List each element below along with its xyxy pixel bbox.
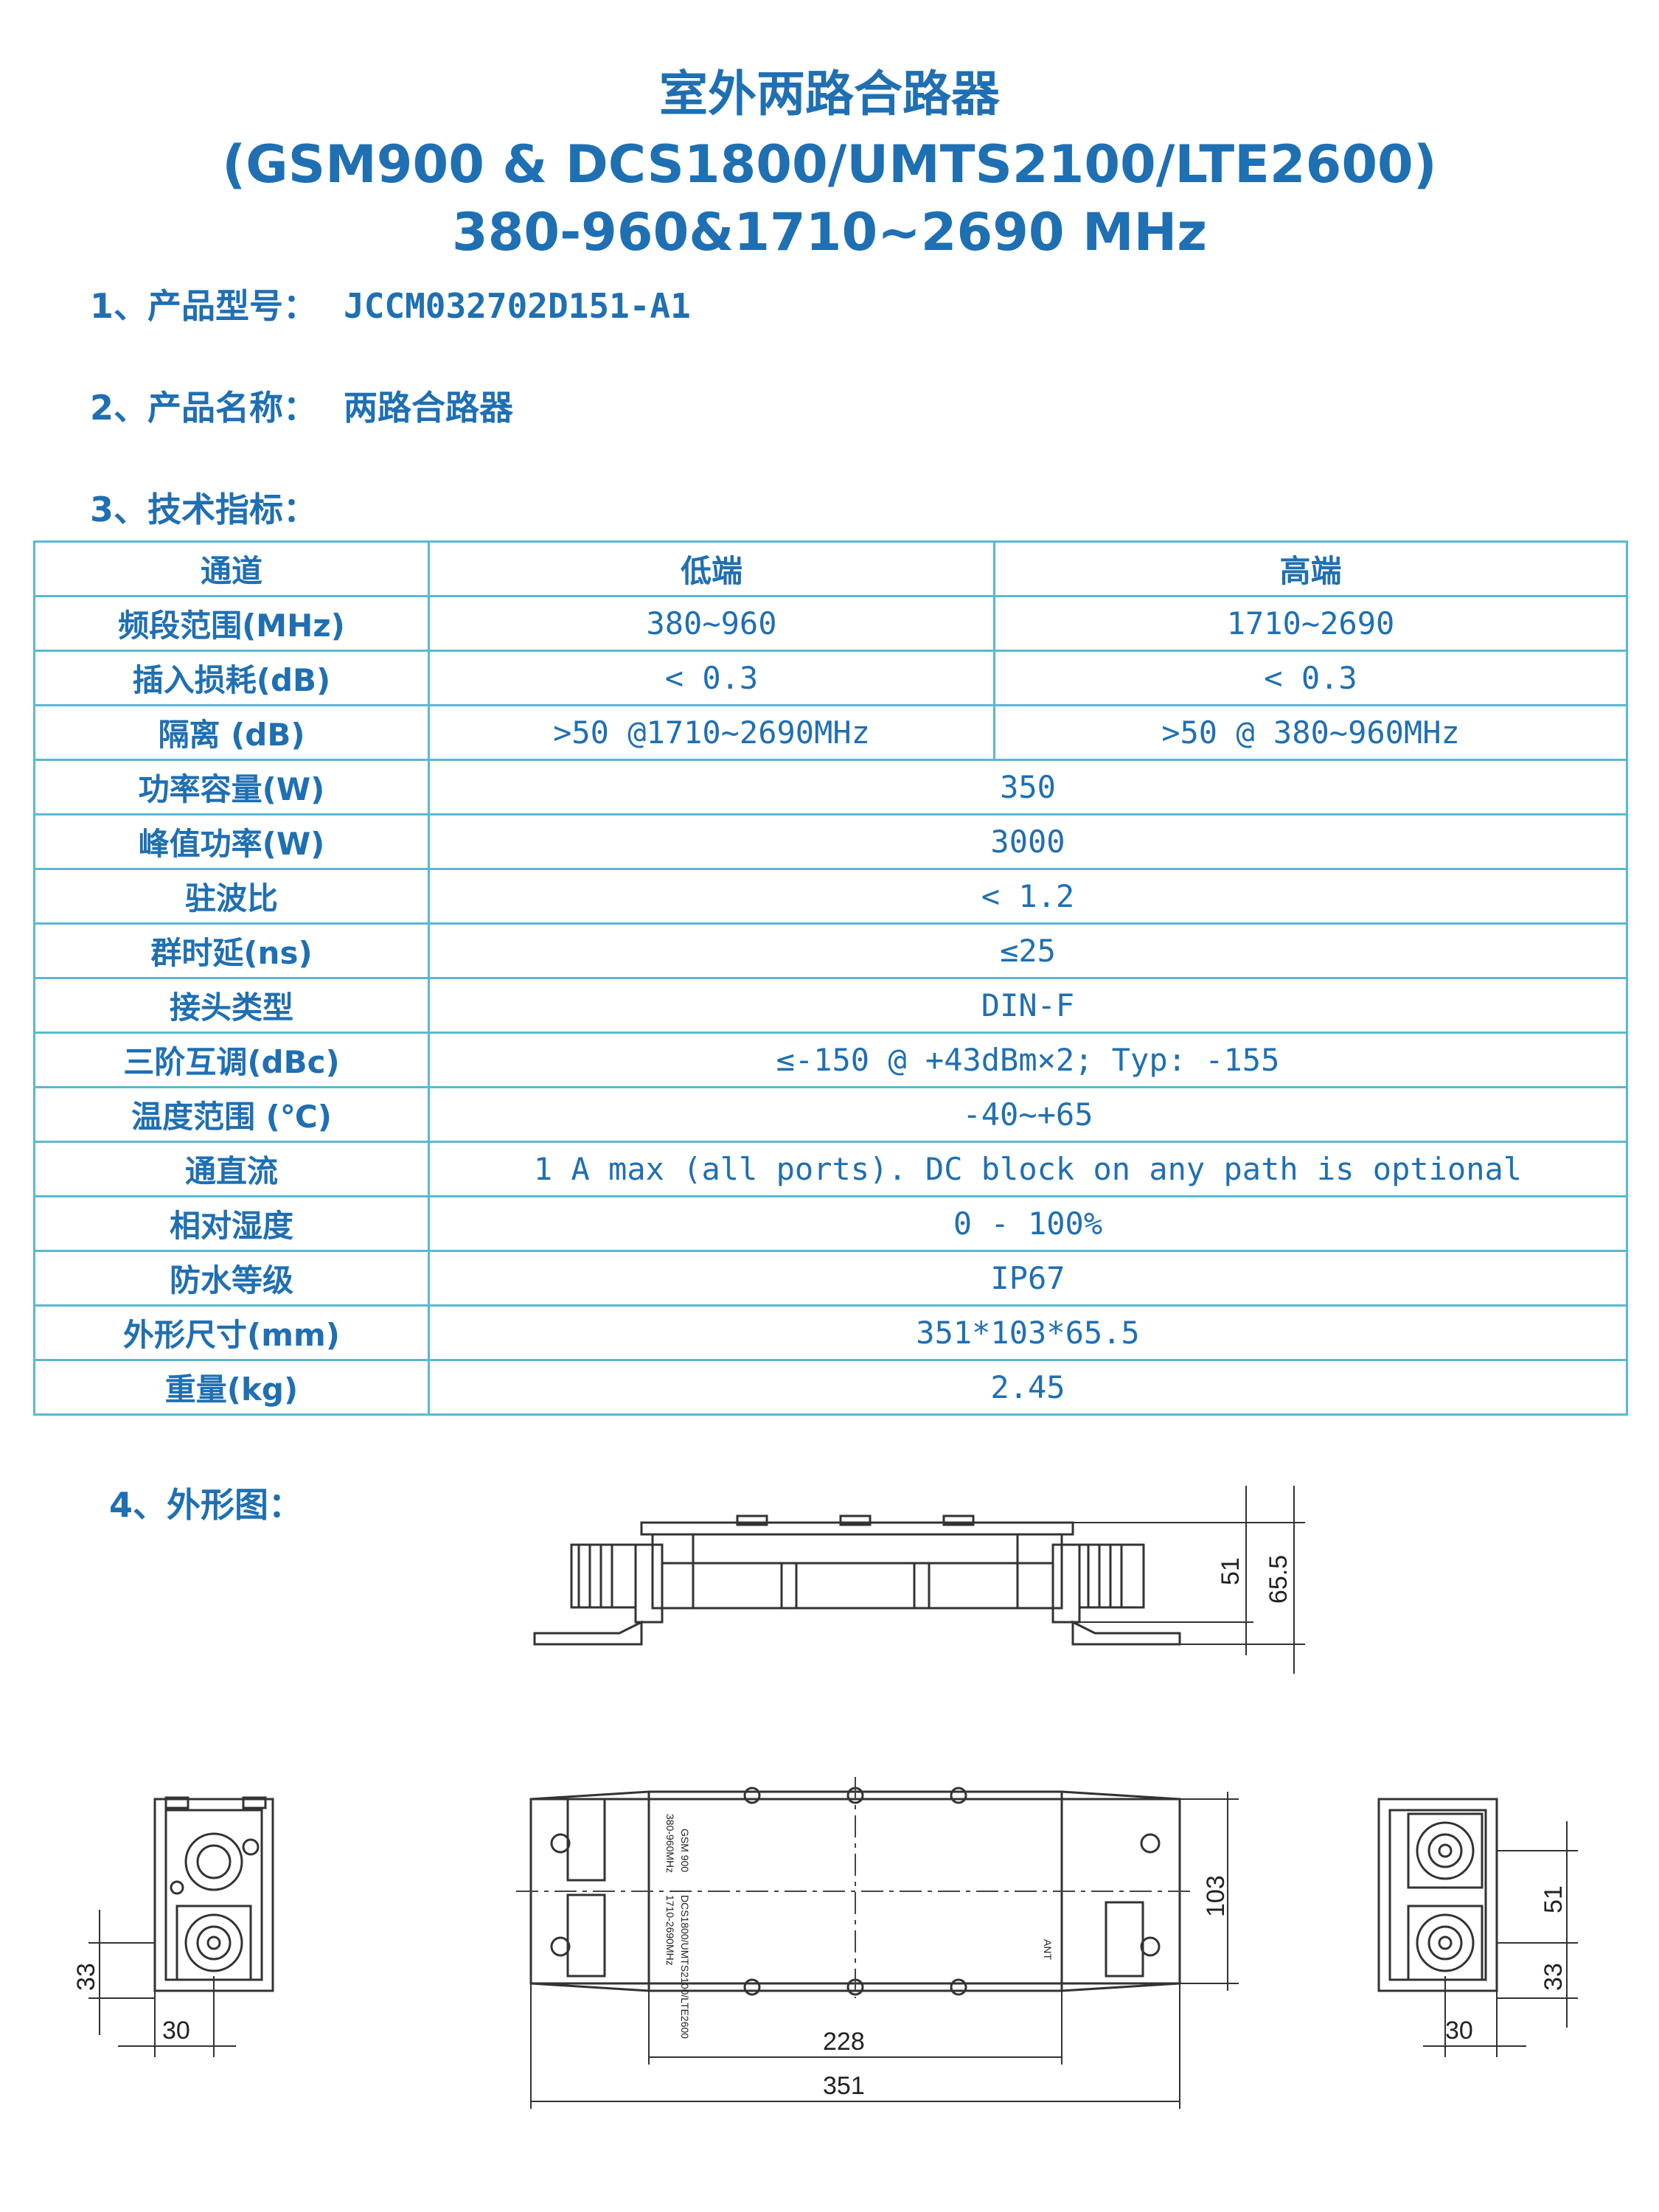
value-cell: 2.45 — [428, 1359, 1628, 1416]
table-header-row: 通道 低端 高端 — [33, 540, 1628, 597]
table-row: 峰值功率(W)3000 — [33, 813, 1628, 870]
name-row: 2、产品名称： 两路合路器 — [90, 391, 513, 425]
right-end-dimensions — [1423, 1821, 1578, 2057]
param-cell: 群时延(ns) — [33, 922, 430, 979]
port-text-ant: ANT — [1042, 1939, 1054, 1960]
dim-30-left: 30 — [162, 2017, 190, 2045]
title-line-3: 380-960&1710~2690 MHz — [452, 202, 1207, 262]
title-line-2: (GSM900 & DCS1800/UMTS2100/LTE2600) — [222, 134, 1437, 195]
table-row: 外形尺寸(mm)351*103*65.5 — [33, 1304, 1628, 1361]
side-view-dimensions — [1073, 1486, 1305, 1674]
port-text-2: 380-960MHz — [664, 1814, 676, 1873]
value-cell: IP67 — [428, 1250, 1628, 1307]
param-cell: 频段范围(MHz) — [33, 595, 430, 652]
value-cell: ≤25 — [428, 922, 1628, 979]
value-cell: < 1.2 — [428, 868, 1628, 925]
param-cell: 隔离 (dB) — [33, 704, 430, 761]
drawing-heading: 4、外形图： — [109, 1485, 303, 1525]
table-row: 功率容量(W)350 — [33, 759, 1628, 815]
name-label: 2、产品名称： — [90, 388, 318, 428]
dim-33-right: 33 — [1540, 1963, 1568, 1991]
param-cell: 温度范围 (℃) — [33, 1086, 430, 1143]
table-row: 三阶互调(dBc)≤-150 @ +43dBm×2; Typ: -155 — [33, 1032, 1628, 1088]
param-cell: 外形尺寸(mm) — [33, 1304, 430, 1361]
spec-table: 通道 低端 高端 频段范围(MHz) 380~960 1710~2690 插入损… — [33, 540, 1628, 1416]
model-label: 1、产品型号： — [90, 286, 318, 326]
value-cell: >50 @ 380~960MHz — [993, 704, 1628, 761]
value-cell: 350 — [428, 759, 1628, 815]
port-text-4: 1710-2690MHz — [664, 1895, 676, 1966]
value-cell: 3000 — [428, 813, 1628, 870]
dim-51-right: 51 — [1540, 1885, 1568, 1913]
param-cell: 峰值功率(W) — [33, 813, 430, 870]
model-value: JCCM032702D151-A1 — [344, 286, 691, 326]
dim-30-right: 30 — [1445, 2017, 1473, 2045]
port-text-3: DCS1800/UMTS2100/LTE2600 — [679, 1895, 691, 2039]
value-cell: 1710~2690 — [993, 595, 1628, 652]
header-cell: 高端 — [993, 540, 1628, 597]
value-cell: 351*103*65.5 — [428, 1304, 1628, 1361]
value-cell: 0 - 100% — [428, 1195, 1628, 1252]
title-line-1: 室外两路合路器 — [659, 66, 1000, 122]
value-cell: < 0.3 — [993, 650, 1628, 706]
right-end-view — [1377, 1798, 1498, 1992]
side-view — [533, 1514, 1181, 1646]
value-cell: DIN-F — [428, 977, 1628, 1034]
param-cell: 插入损耗(dB) — [33, 650, 430, 706]
table-row: 温度范围 (℃)-40~+65 — [33, 1086, 1628, 1143]
param-cell: 功率容量(W) — [33, 759, 430, 815]
table-row: 群时延(ns)≤25 — [33, 922, 1628, 979]
value-cell: < 0.3 — [428, 650, 995, 706]
left-end-view — [153, 1796, 274, 1992]
port-text-1: GSM 900 — [679, 1829, 691, 1872]
value-cell: 380~960 — [428, 595, 995, 652]
plan-view-dimensions — [530, 1792, 1239, 2109]
table-row: 重量(kg)2.45 — [33, 1359, 1628, 1416]
table-row: 插入损耗(dB) < 0.3 < 0.3 — [33, 650, 1628, 706]
value-cell: 1 A max (all ports). DC block on any pat… — [428, 1141, 1628, 1197]
dim-351: 351 — [823, 2072, 865, 2100]
param-cell: 通直流 — [33, 1141, 430, 1197]
table-row: 频段范围(MHz) 380~960 1710~2690 — [33, 595, 1628, 652]
param-cell: 接头类型 — [33, 977, 430, 1034]
header-cell: 低端 — [428, 540, 995, 597]
dim-33-left: 33 — [72, 1963, 100, 1991]
param-cell: 相对湿度 — [33, 1195, 430, 1252]
dim-228: 228 — [823, 2028, 865, 2056]
table-row: 隔离 (dB) >50 @1710~2690MHz >50 @ 380~960M… — [33, 704, 1628, 761]
value-cell: >50 @1710~2690MHz — [428, 704, 995, 761]
value-cell: -40~+65 — [428, 1086, 1628, 1143]
dim-51-side: 51 — [1217, 1557, 1245, 1585]
param-cell: 驻波比 — [33, 868, 430, 925]
dim-65-5: 65.5 — [1265, 1555, 1293, 1604]
header-cell: 通道 — [33, 540, 430, 597]
left-end-dimensions — [88, 1910, 236, 2057]
value-cell: ≤-150 @ +43dBm×2; Typ: -155 — [428, 1032, 1628, 1088]
model-row: 1、产品型号： JCCM032702D151-A1 — [90, 289, 691, 323]
param-cell: 三阶互调(dBc) — [33, 1032, 430, 1088]
dim-103: 103 — [1202, 1875, 1230, 1917]
table-row: 驻波比< 1.2 — [33, 868, 1628, 925]
param-cell: 重量(kg) — [33, 1359, 430, 1416]
name-value: 两路合路器 — [344, 388, 514, 428]
param-cell: 防水等级 — [33, 1250, 430, 1307]
specs-heading: 3、技术指标： — [90, 490, 318, 529]
